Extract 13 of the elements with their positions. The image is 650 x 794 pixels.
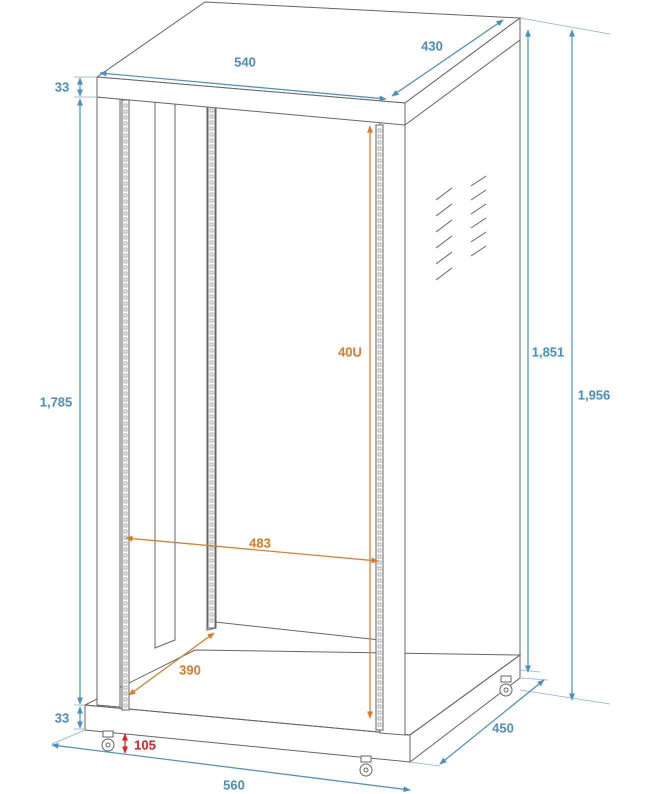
- dimension-label: 450: [492, 720, 514, 736]
- dimension-label: 483: [249, 536, 271, 550]
- dimension-label: 1,851: [532, 344, 564, 360]
- dimension-label: 1,956: [578, 388, 610, 402]
- dimension-label: 390: [179, 662, 201, 678]
- dimension-label: 560: [223, 778, 245, 792]
- dimension-label: 540: [234, 54, 256, 70]
- dimension-label: 33: [54, 710, 70, 726]
- dimension-label: 40U: [338, 344, 362, 360]
- dimension-label: 105: [134, 738, 156, 752]
- dimension-label: 33: [54, 80, 70, 94]
- dimension-label: 430: [421, 38, 443, 54]
- dimension-label: 1,785: [40, 394, 72, 410]
